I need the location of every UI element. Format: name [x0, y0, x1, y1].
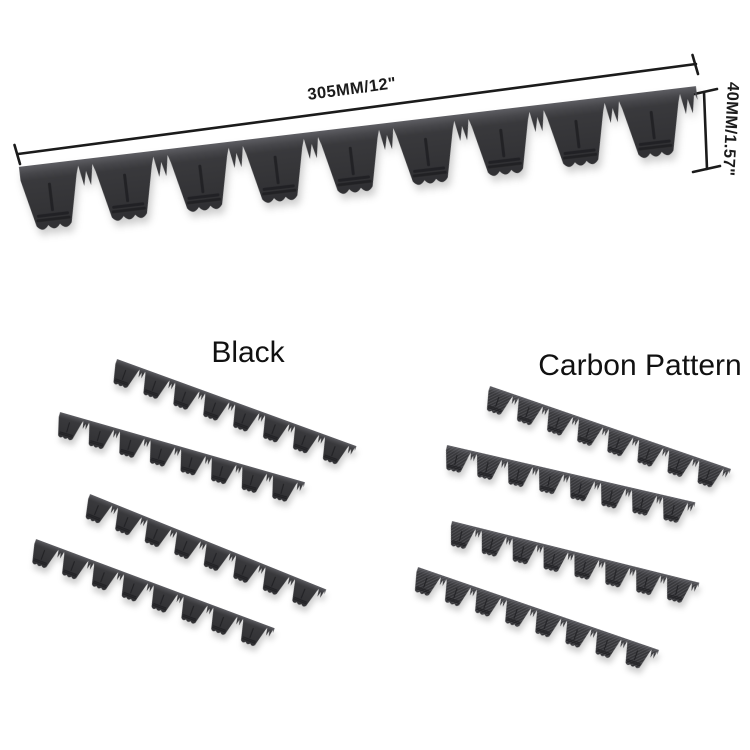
carbon-strip-2 [440, 445, 696, 533]
length-dimension-label: 305MM/12" [306, 74, 398, 104]
carbon-group-label: Carbon Pattern [538, 349, 742, 382]
black-strip-2 [51, 412, 305, 512]
height-dimension-label: 40MM/1.57" [719, 81, 742, 177]
black-group-label: Black [211, 336, 285, 369]
black-strip-4 [25, 539, 275, 657]
product-strip-large [18, 86, 707, 249]
carbon-strip-4 [408, 567, 659, 679]
carbon-strip-1 [480, 386, 731, 498]
carbon-strip-3 [445, 521, 700, 613]
black-strip-1 [106, 359, 357, 475]
black-strip-3 [78, 494, 327, 618]
